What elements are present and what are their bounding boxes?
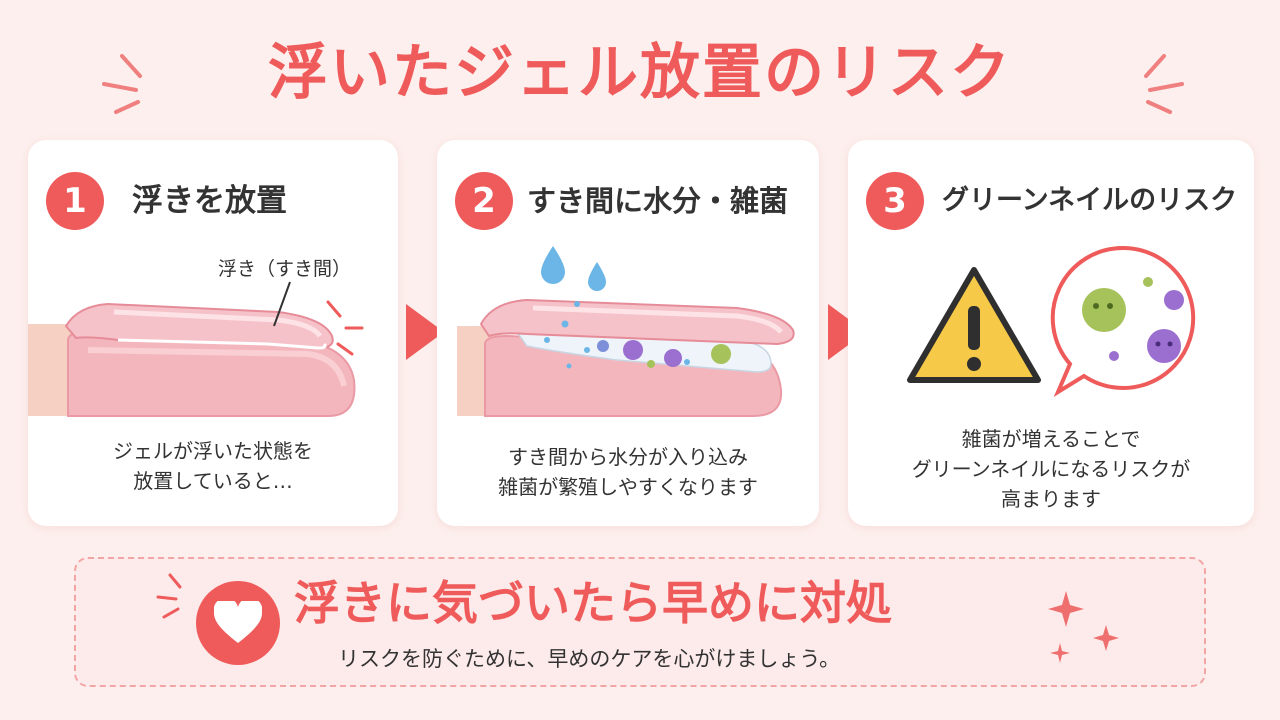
burst-right-icon — [1144, 54, 1184, 114]
step-description-2: すき間から水分が入り込み 雑菌が繁殖しやすくなります — [498, 445, 758, 499]
step-number-3: 3 — [866, 172, 924, 230]
step-title-2: すき間に水分・雑菌 — [527, 184, 789, 218]
heart-badge — [196, 581, 280, 665]
burst-left-icon — [102, 54, 142, 114]
step-number-1: 1 — [46, 172, 104, 230]
lifted-gel-nail-illustration — [28, 281, 364, 417]
sparkle-icon — [1048, 591, 1119, 663]
step-description-3: 雑菌が増えることで グリーンネイルになるリスクが 高まります — [911, 427, 1191, 511]
advice-title: 浮きに気づいたら早めに対処 — [294, 576, 892, 630]
float-gap-label: 浮き（すき間） — [218, 258, 352, 280]
burst-icon — [156, 573, 182, 619]
advice-banner: 浮きに気づいたら早めに対処 リスクを防ぐために、早めのケアを心がけましょう。 — [74, 557, 1206, 687]
water-drop-icon — [541, 246, 565, 284]
warning-icon — [907, 267, 1041, 383]
step-number-2: 2 — [455, 172, 513, 230]
water-drop-icon — [588, 262, 606, 291]
advice-subtitle: リスクを防ぐために、早めのケアを心がけましょう。 — [338, 647, 841, 671]
step-card-3: 3 グリーンネイルのリスク 雑菌が増えることで グリーンネイルになるリスクが 高… — [848, 140, 1254, 526]
heart-icon — [214, 601, 262, 643]
moisture-bacteria-gap-illustration — [457, 246, 795, 417]
step-title-1: 浮きを放置 — [132, 183, 287, 219]
step-description-1: ジェルが浮いた状態を 放置していると… — [113, 439, 313, 493]
step-title-3: グリーンネイルのリスク — [942, 185, 1238, 216]
step-card-1: 1 浮きを放置 浮き（すき間） ジェルが浮いた状態を 放置していると… — [28, 140, 398, 526]
bacteria-icon — [597, 340, 731, 368]
arrow-right-icon — [406, 304, 444, 360]
green-nail-risk-illustration — [907, 245, 1196, 398]
step-card-2: 2 すき間に水分・雑菌 すき間から水分が入り込み 雑菌が繁殖しやすくなります — [437, 140, 819, 526]
arrow-right-icon — [828, 304, 866, 360]
page-title: 浮いたジェル放置のリスク — [268, 38, 1012, 108]
bacteria-icon — [1082, 277, 1184, 363]
